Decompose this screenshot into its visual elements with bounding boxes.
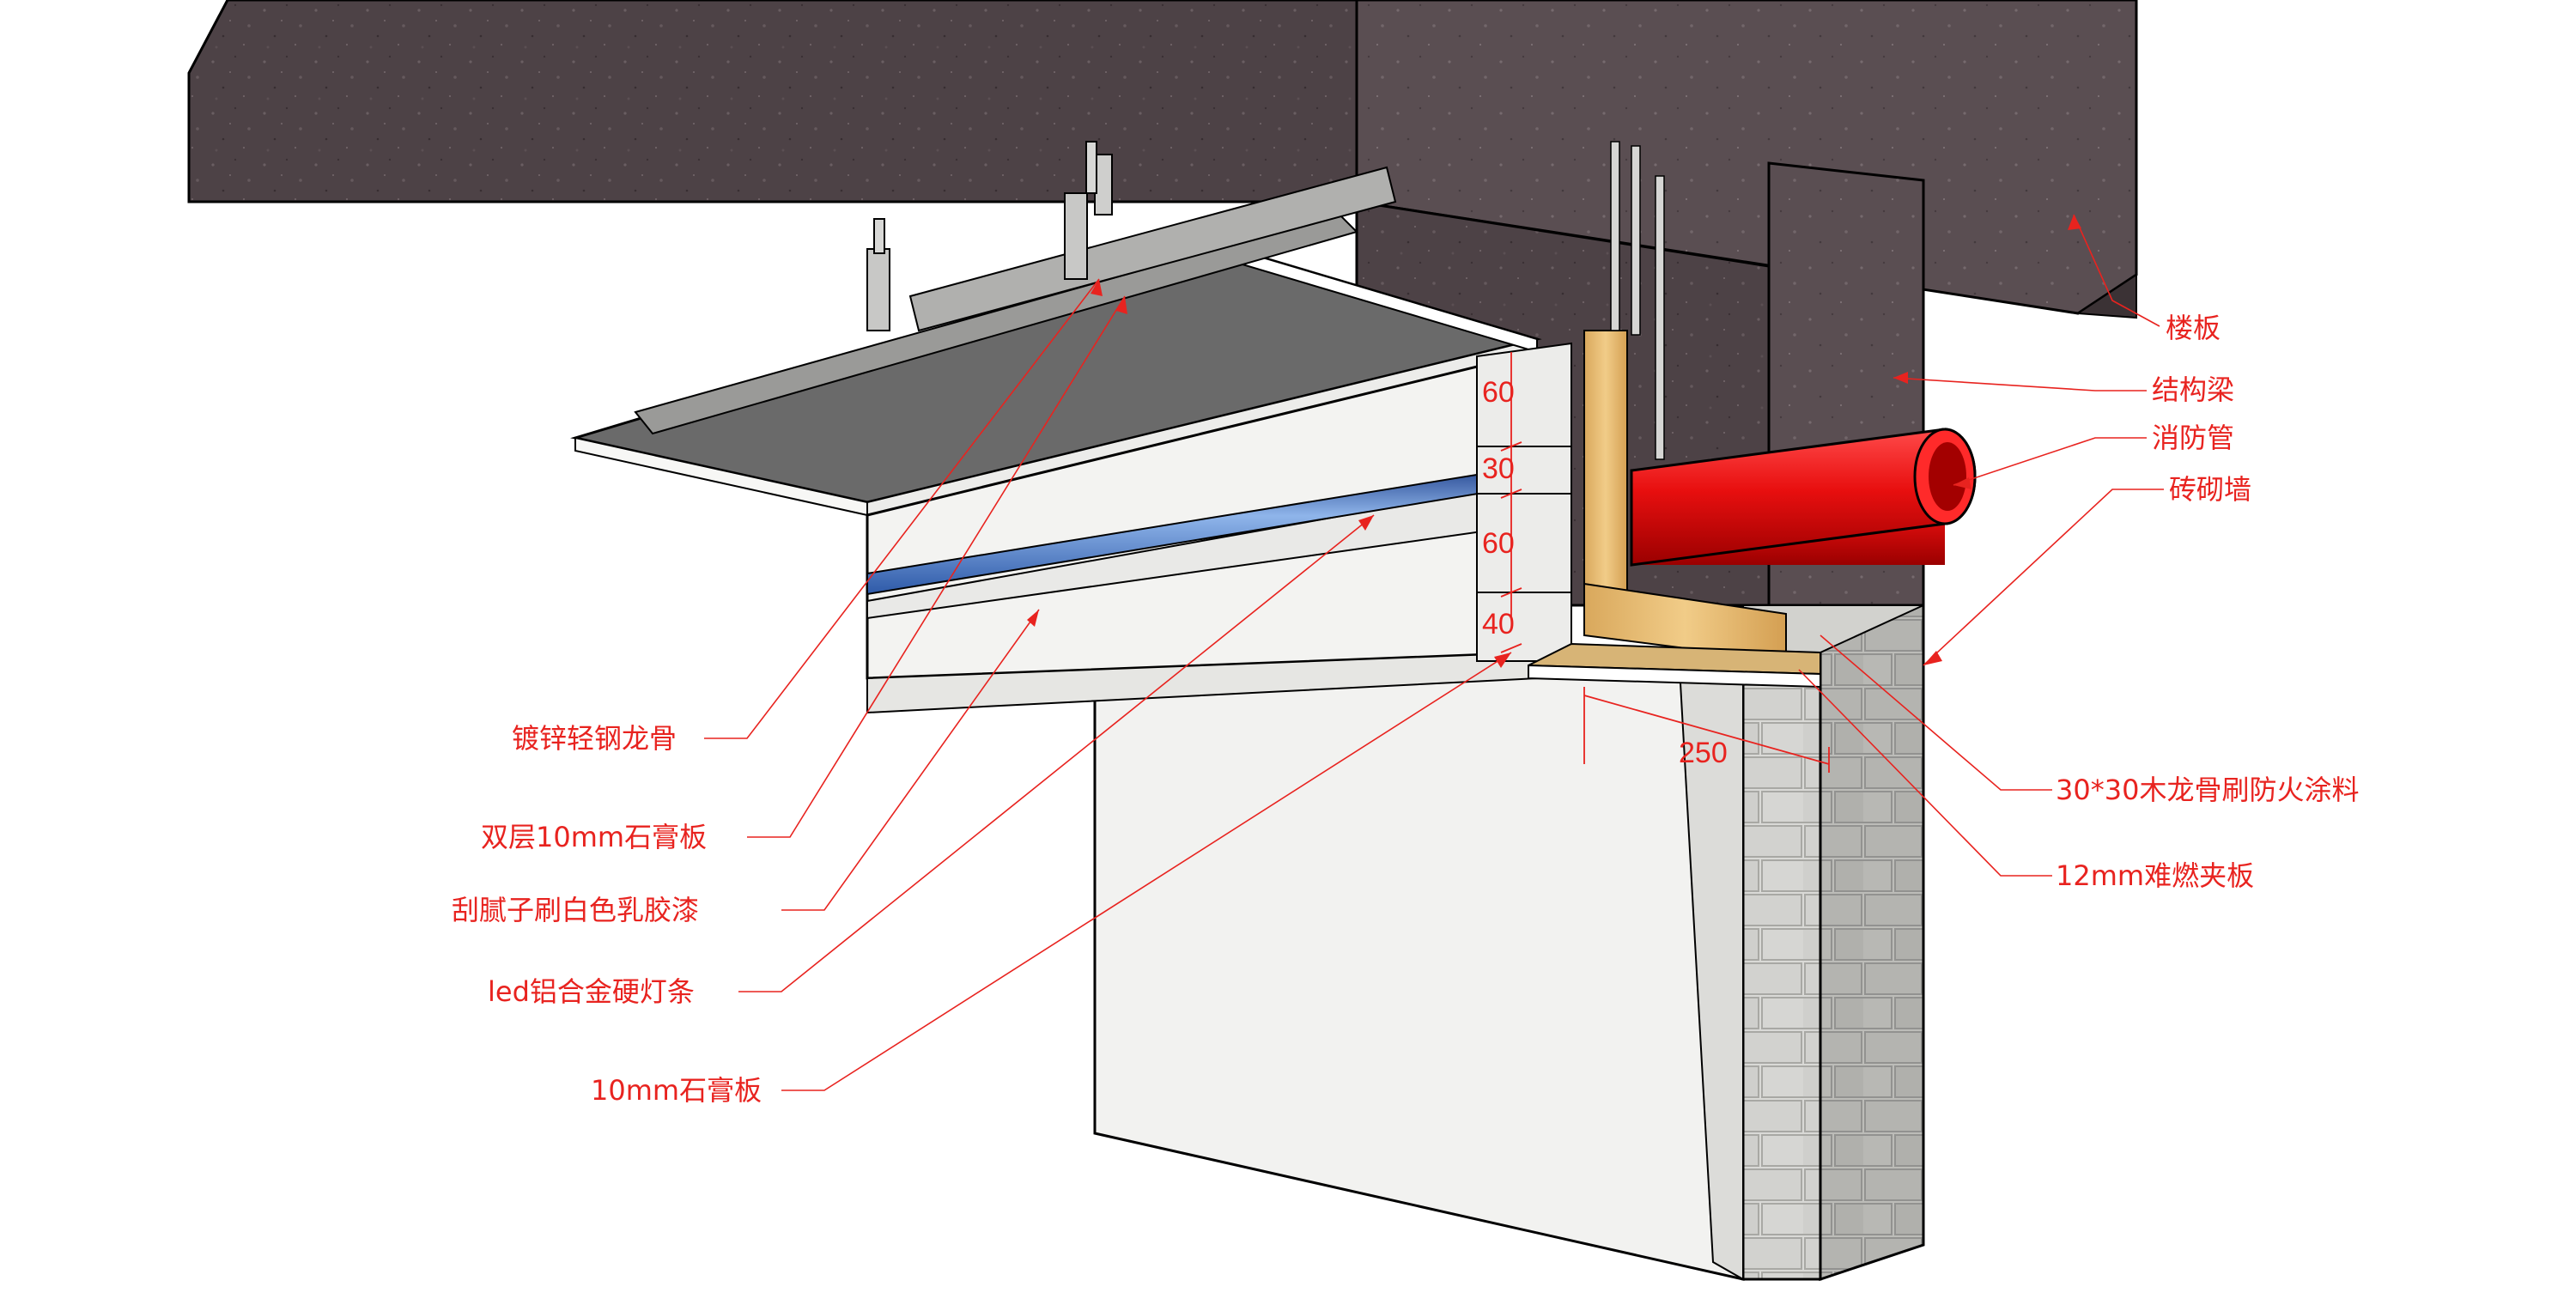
- leader-wood-keel: [1820, 634, 2052, 791]
- leader-galvanized-keel: [704, 278, 1100, 739]
- label-fire-pipe: 消防管: [2152, 422, 2235, 454]
- label-putty-paint: 刮腻子刷白色乳胶漆: [452, 894, 700, 926]
- leader-brick-wall: [1923, 489, 2164, 666]
- fire-retardant-board: [1528, 642, 1821, 689]
- floor-slab: [187, 0, 2138, 319]
- leader-fire-board: [1798, 669, 2052, 877]
- label-structural-beam: 结构梁: [2152, 373, 2235, 406]
- label-brick-wall: 砖砌墙: [2169, 473, 2252, 506]
- brick-wall: [1741, 604, 1925, 1282]
- label-floor-slab: 楼板: [2166, 312, 2221, 344]
- leader-double-gypsum: [747, 295, 1126, 838]
- leader-putty-paint: [781, 609, 1040, 911]
- dimension-lines: [1500, 352, 1830, 773]
- galvanized-steel-keel: [634, 141, 1397, 435]
- label-gypsum-10mm: 10mm石膏板: [591, 1074, 762, 1107]
- label-galvanized-keel: 镀锌轻钢龙骨: [512, 722, 677, 755]
- leader-led-strip: [738, 514, 1375, 992]
- leader-lines: [704, 214, 2164, 1091]
- leader-fire-pipe: [1953, 437, 2147, 486]
- label-fire-board: 12mm难燃夹板: [2056, 859, 2255, 892]
- label-led-strip: led铝合金硬灯条: [488, 975, 695, 1008]
- dimension-250: 250: [1679, 737, 1728, 769]
- gypsum-drop-panel: [1093, 651, 1745, 1281]
- leader-arrows: [1027, 215, 2081, 668]
- dimension-60-top: 60: [1482, 376, 1515, 409]
- leader-structural-beam: [1893, 377, 2147, 391]
- dimension-60-mid: 60: [1482, 527, 1515, 560]
- leader-floor-slab: [2073, 214, 2160, 327]
- dimension-30: 30: [1482, 452, 1515, 485]
- light-trough-body: [866, 350, 1539, 714]
- label-double-gypsum: 双层10mm石膏板: [481, 821, 708, 853]
- fire-pipe: [1630, 428, 1977, 567]
- leader-gypsum-10mm: [781, 652, 1512, 1091]
- label-wood-keel: 30*30木龙骨刷防火涂料: [2056, 774, 2360, 806]
- wood-keel: [1583, 330, 1787, 663]
- threaded-rods: [1610, 141, 1665, 460]
- dimension-40: 40: [1482, 608, 1515, 640]
